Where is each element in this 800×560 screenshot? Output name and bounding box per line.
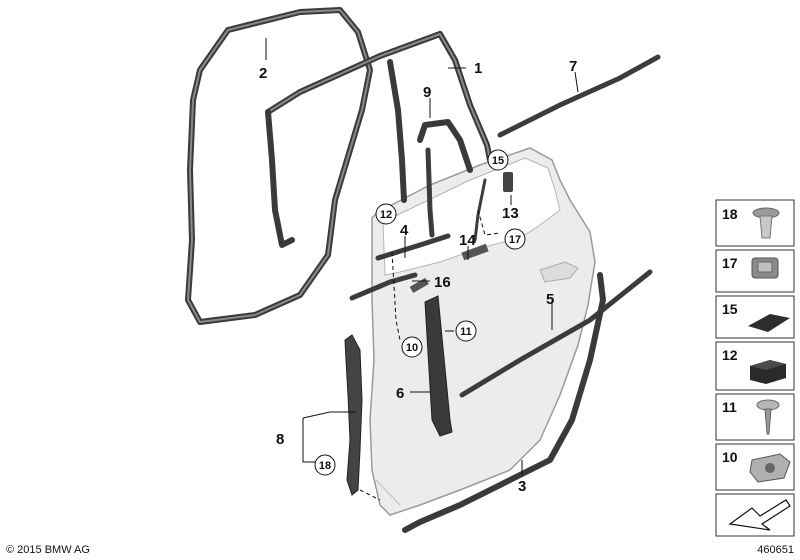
legend-item-12: 12 xyxy=(715,341,795,391)
legend-number-10: 10 xyxy=(722,449,738,465)
part-8-weather-panel xyxy=(344,334,363,496)
callout-17: 17 xyxy=(509,234,521,246)
part-16-clip xyxy=(409,277,429,293)
callout-12: 12 xyxy=(380,209,392,221)
callout-9: 9 xyxy=(423,84,431,101)
legend-arrow-box xyxy=(715,493,795,537)
callout-18: 18 xyxy=(319,460,331,472)
callout-18-circled: 18 xyxy=(314,454,336,476)
part-7-rail-strip xyxy=(497,54,661,138)
copyright-text: © 2015 BMW AG xyxy=(6,544,90,556)
legend-item-15: 15 xyxy=(715,295,795,339)
callout-5: 5 xyxy=(546,291,554,308)
part-3-edge-seal xyxy=(402,272,606,533)
expanding-nut-icon xyxy=(751,257,779,279)
foam-pad-icon xyxy=(748,314,790,332)
callout-15-circled: 15 xyxy=(487,149,509,171)
legend-number-11: 11 xyxy=(722,399,737,415)
callout-14: 14 xyxy=(459,232,476,249)
callout-12-circled: 12 xyxy=(375,203,397,225)
legend-item-10: 10 xyxy=(715,443,795,491)
callout-15: 15 xyxy=(492,155,504,167)
part-1-window-channel xyxy=(265,31,493,248)
callout-3: 3 xyxy=(518,478,526,495)
callout-10: 10 xyxy=(406,342,418,354)
callout-4: 4 xyxy=(400,222,409,239)
legend-item-17: 17 xyxy=(715,249,795,293)
legend-number-17: 17 xyxy=(722,255,738,271)
screw-icon xyxy=(756,399,780,435)
part-6-vertical-trim xyxy=(424,295,453,437)
part-4b-lower-strip xyxy=(349,272,418,301)
callout-6: 6 xyxy=(396,385,404,402)
clip-nut-icon xyxy=(749,453,791,483)
callout-10-circled: 10 xyxy=(401,336,423,358)
diagram-id: 460651 xyxy=(757,544,794,556)
legend-item-11: 11 xyxy=(715,393,795,441)
rubber-block-icon xyxy=(750,360,786,384)
callout-17-circled: 17 xyxy=(504,228,526,250)
callout-7: 7 xyxy=(569,58,577,75)
callout-16: 16 xyxy=(434,274,451,291)
callout-1: 1 xyxy=(474,60,482,77)
part-13-connector xyxy=(503,172,513,192)
legend-number-15: 15 xyxy=(722,301,738,317)
door-shell xyxy=(369,147,596,516)
legend-number-18: 18 xyxy=(722,206,738,222)
callout-11: 11 xyxy=(460,326,472,338)
part-2-door-seal xyxy=(185,7,373,325)
callout-2: 2 xyxy=(259,65,267,82)
callout-8: 8 xyxy=(276,431,284,448)
legend-item-18: 18 xyxy=(715,199,795,247)
legend-number-12: 12 xyxy=(722,347,738,363)
part-5-sill-strip xyxy=(459,269,653,398)
arrow-icon xyxy=(728,499,791,531)
rivet-clip-icon xyxy=(752,207,780,239)
callout-13: 13 xyxy=(502,205,519,222)
part-9-pillar-channel xyxy=(417,119,487,242)
callout-11-circled: 11 xyxy=(455,320,477,342)
